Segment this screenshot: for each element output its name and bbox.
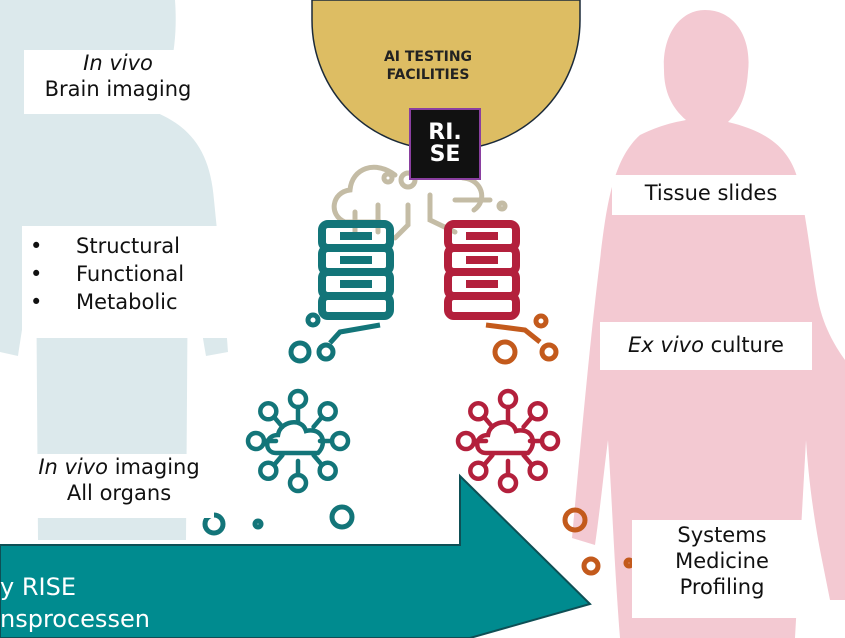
- brain-imaging-italic: In vivo: [83, 51, 153, 75]
- database-link-left: [328, 322, 381, 345]
- bullet-structural: Structural: [76, 234, 180, 258]
- systems-line2: Medicine: [675, 549, 769, 573]
- orange-dot: [533, 313, 549, 329]
- tissue-slides-box: Tissue slides: [612, 175, 810, 215]
- circuit-node: [496, 200, 508, 212]
- process-arrow: [0, 473, 592, 638]
- ex-vivo-text: culture: [703, 333, 784, 357]
- bullet-dot: •: [30, 262, 43, 286]
- cloud-network-icon: [455, 388, 561, 494]
- organs-line2: All organs: [66, 481, 172, 505]
- network-node: [497, 388, 519, 410]
- network-node: [539, 430, 561, 452]
- network-node: [245, 430, 267, 452]
- circuit-node: [381, 171, 395, 185]
- imaging-types-list: • • • Structural Functional Metabolic: [22, 226, 230, 338]
- orange-dot: [562, 507, 588, 533]
- ai-testing-facilities-label: AI TESTING FACILITIES: [360, 48, 496, 84]
- all-organs-box: In vivo imaging All organs: [24, 454, 214, 518]
- orange-dot: [539, 342, 559, 362]
- logo-line1: RI.: [428, 120, 462, 145]
- rise-logo: RI. SE: [409, 108, 481, 180]
- database-link-right: [485, 322, 542, 344]
- ex-vivo-culture-box: Ex vivo culture: [600, 322, 812, 370]
- organs-italic: In vivo: [38, 455, 109, 479]
- teal-dot: [252, 518, 264, 530]
- orange-dot: [581, 556, 601, 576]
- bullet-dot: •: [30, 234, 43, 258]
- orange-dot: [492, 339, 518, 365]
- systems-line3: Profiling: [679, 575, 765, 599]
- network-node: [455, 430, 477, 452]
- circuit-node: [398, 170, 418, 190]
- network-node: [329, 430, 351, 452]
- systems-medicine-box: Systems Medicine Profiling: [632, 520, 812, 618]
- teal-dot: [316, 342, 336, 362]
- bullet-functional: Functional: [76, 262, 185, 286]
- teal-dot: [202, 512, 226, 536]
- network-node: [258, 460, 279, 481]
- network-node: [527, 460, 548, 481]
- circuit-trace: [392, 202, 411, 241]
- facility-label-line1: AI TESTING: [383, 49, 473, 65]
- bullet-metabolic: Metabolic: [76, 290, 178, 314]
- network-node: [317, 460, 338, 481]
- teal-dot: [329, 504, 355, 530]
- database-tier: [318, 292, 394, 320]
- circuit-cloud-outline: [331, 164, 398, 225]
- network-node: [287, 472, 309, 494]
- database-stack-icon: [318, 220, 394, 320]
- cloud-network-icon: [245, 388, 351, 494]
- network-node: [468, 460, 489, 481]
- teal-dots: [202, 312, 355, 536]
- arrow-text-line1: y RISE: [0, 573, 76, 601]
- brain-imaging-text: Brain imaging: [44, 77, 192, 101]
- database-stack-icon: [444, 220, 520, 320]
- systems-line1: Systems: [677, 523, 767, 547]
- orange-dots: [492, 313, 635, 576]
- network-node: [497, 472, 519, 494]
- database-tier: [444, 292, 520, 320]
- facility-label-line2: FACILITIES: [386, 67, 470, 83]
- network-node: [527, 401, 548, 422]
- ex-vivo-italic: Ex vivo: [628, 333, 704, 357]
- teal-dot: [305, 312, 321, 328]
- bullet-dot: •: [30, 290, 43, 314]
- brain-imaging-box: In vivo Brain imaging: [24, 50, 212, 114]
- network-node: [317, 401, 338, 422]
- tissue-slides-text: Tissue slides: [644, 181, 778, 205]
- teal-dot: [288, 340, 312, 364]
- arrow-text-line2: nsprocessen: [0, 605, 150, 633]
- organs-text: imaging: [108, 455, 200, 479]
- logo-line2: SE: [429, 142, 461, 167]
- network-node: [287, 388, 309, 410]
- network-node: [468, 401, 489, 422]
- network-node: [258, 401, 279, 422]
